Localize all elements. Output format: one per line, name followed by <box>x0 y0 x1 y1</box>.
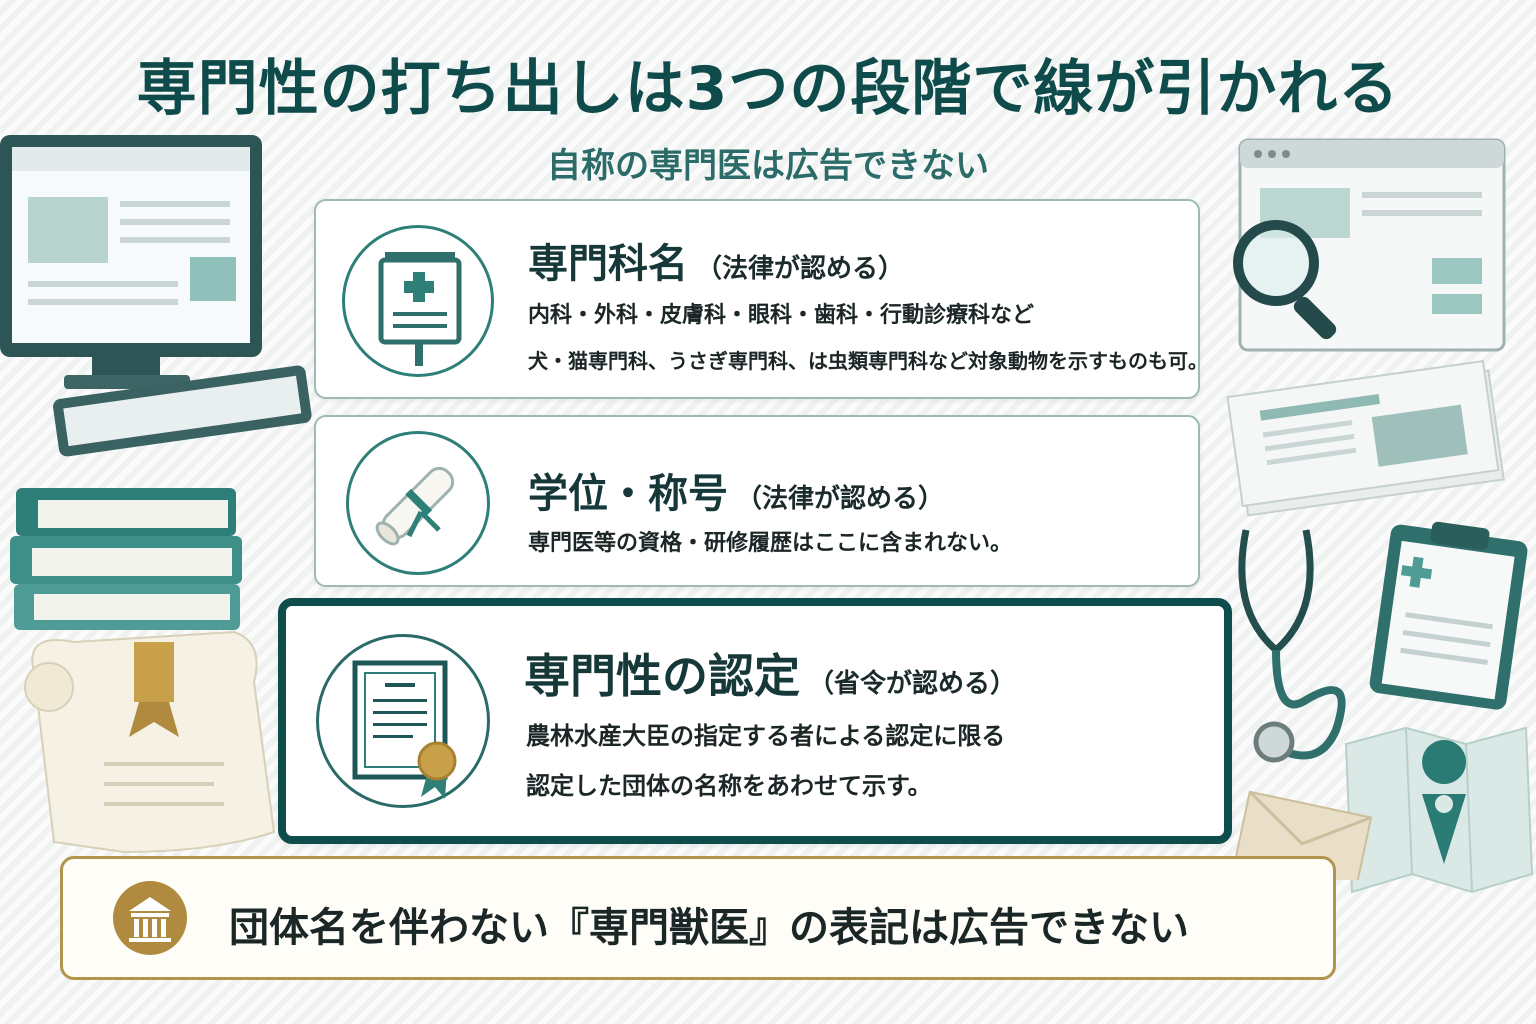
clipboard-icon <box>1369 521 1528 710</box>
warning-message: 団体名を伴わない『専門獣医』の表記は広告できない <box>229 905 1189 951</box>
certificate-icon <box>316 634 490 808</box>
tier-authority: （省令が認める） <box>808 669 1017 699</box>
tier-heading: 学位・称号 （法律が認める） <box>528 461 944 519</box>
scroll-certificate-icon <box>24 630 276 854</box>
tier-description-line: 内科・外科・皮膚科・眼科・歯科・行動診療科など <box>528 303 1035 328</box>
signboard-icon <box>342 225 494 377</box>
warning-banner: 団体名を伴わない『専門獣医』の表記は広告できない <box>60 856 1336 980</box>
page-subtitle: 自称の専門医は広告できない <box>547 146 989 186</box>
tier-heading-text: 学位・称号 <box>528 471 728 517</box>
diploma-scroll-icon <box>346 431 490 575</box>
tier-heading-text: 専門科名 <box>528 241 688 287</box>
newspaper-stack-icon <box>1226 360 1505 517</box>
stethoscope-icon <box>1238 529 1346 763</box>
tier-card-degree-title: 学位・称号 （法律が認める） 専門医等の資格・研修履歴はここに含まれない。 <box>314 415 1200 587</box>
tier-heading: 専門性の認定 （省令が認める） <box>524 640 1016 706</box>
tier-description-line: 専門医等の資格・研修履歴はここに含まれない。 <box>528 531 1013 556</box>
books-icon <box>10 488 242 630</box>
tier-description-line: 犬・猫専門科、うさぎ専門科、は虫類専門科など対象動物を示すものも可。 <box>528 349 1208 373</box>
tier-card-specialty-name: 専門科名 （法律が認める） 内科・外科・皮膚科・眼科・歯科・行動診療科など 犬・猫… <box>314 199 1208 399</box>
magnifier-icon <box>1233 220 1337 340</box>
tier-description-line: 農林水産大臣の指定する者による認定に限る <box>526 722 1006 750</box>
map-pin-icon <box>1344 726 1534 894</box>
tier-heading-text: 専門性の認定 <box>524 649 800 703</box>
government-building-icon <box>113 881 187 955</box>
page-title: 専門性の打ち出しは3つの段階で線が引かれる <box>136 54 1400 124</box>
tier-authority: （法律が認める） <box>696 254 905 284</box>
computer-monitor-icon <box>0 135 312 457</box>
tier-heading: 専門科名 （法律が認める） <box>528 231 904 289</box>
tier-card-specialty-certification: 専門性の認定 （省令が認める） 農林水産大臣の指定する者による認定に限る 認定した… <box>278 598 1232 844</box>
tier-authority: （法律が認める） <box>736 484 945 514</box>
tier-description-line: 認定した団体の名称をあわせて示す。 <box>526 772 932 800</box>
